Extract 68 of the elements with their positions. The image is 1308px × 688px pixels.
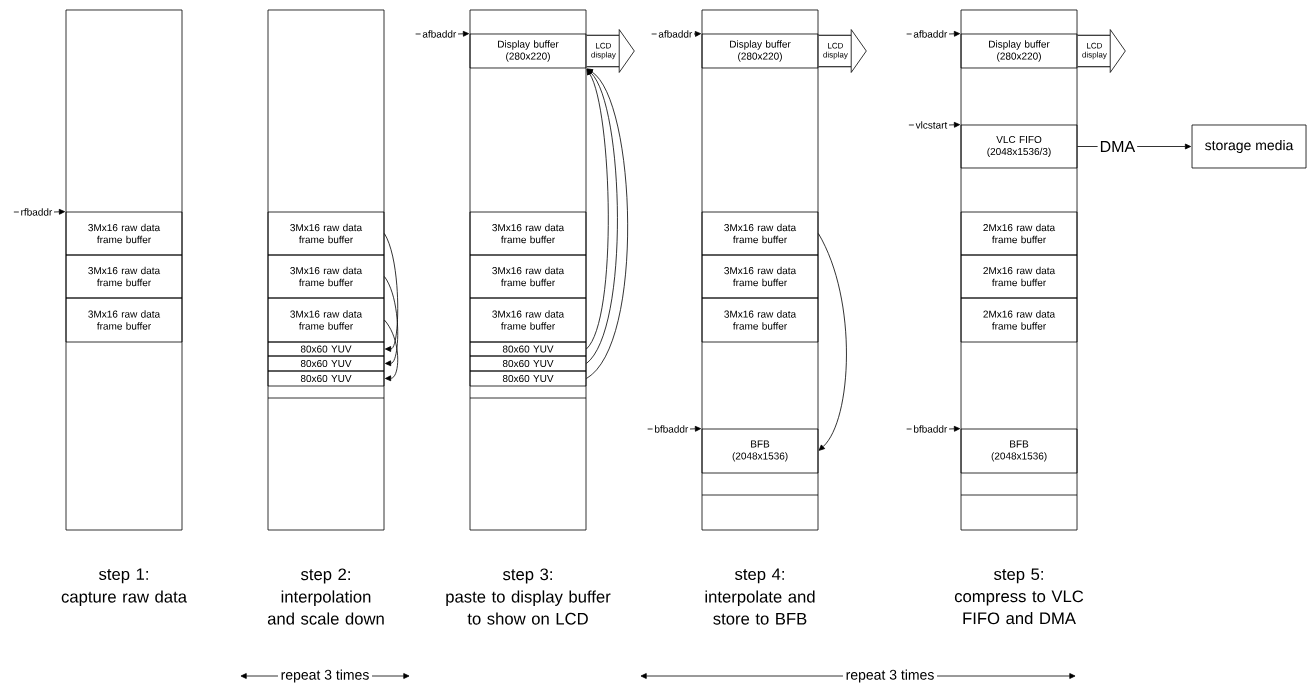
pointer-label: bfbaddr	[906, 425, 948, 433]
pointer-label: afbaddr	[906, 30, 948, 38]
edge-label: LCD display	[823, 42, 848, 60]
pointer-label: vlcstart	[908, 121, 948, 129]
memory-segment: 2Mx16 raw data frame buffer	[960, 254, 1078, 299]
block-arrow	[586, 29, 635, 73]
arrow	[384, 276, 399, 367]
step-caption: step 4:	[735, 568, 784, 584]
edge-label: LCD display	[1082, 42, 1107, 60]
arrow	[948, 30, 961, 37]
arrow	[689, 425, 702, 432]
pointer-label: afbaddr	[651, 30, 693, 38]
memory-segment: BFB (2048x1536)	[960, 428, 1078, 474]
step-caption: interpolation and scale down	[267, 590, 384, 625]
step-caption: compress to VLC FIFO and DMA	[954, 590, 1084, 625]
memory-segment: VLC FIFO (2048x1536/3)	[960, 124, 1078, 169]
memory-segment: 3Mx16 raw data frame buffer	[701, 254, 819, 299]
arrow	[457, 30, 470, 37]
step-caption: step 3:	[503, 568, 552, 584]
edge-label: DMA	[1097, 139, 1138, 154]
arrow	[586, 68, 629, 379]
memory-segment: 80x60 YUV	[267, 355, 385, 372]
memory-segment: BFB (2048x1536)	[701, 428, 819, 474]
edge-label: LCD display	[591, 42, 616, 60]
repeat-label: repeat 3 times	[278, 666, 373, 686]
arrow	[948, 425, 961, 432]
memory-segment: Display buffer (280x220)	[960, 33, 1078, 69]
memory-segment: 3Mx16 raw data frame buffer	[267, 297, 385, 343]
block-arrow	[818, 29, 867, 73]
pointer-label: rfbaddr	[13, 208, 53, 216]
block-arrow	[1077, 29, 1126, 73]
memory-segment: 3Mx16 raw data frame buffer	[65, 297, 183, 343]
arrow	[384, 233, 399, 352]
arrow	[384, 319, 399, 382]
pointer-label: bfbaddr	[647, 425, 689, 433]
memory-segment: 80x60 YUV	[267, 370, 385, 387]
memory-segment: 80x60 YUV	[469, 355, 587, 372]
memory-segment: 3Mx16 raw data frame buffer	[267, 254, 385, 299]
memory-segment: Display buffer (280x220)	[701, 33, 819, 69]
step-caption: step 2:	[301, 568, 350, 584]
memory-segment: 3Mx16 raw data frame buffer	[469, 297, 587, 343]
memory-segment: 3Mx16 raw data frame buffer	[267, 211, 385, 256]
arrow	[948, 121, 961, 128]
memory-segment: 3Mx16 raw data frame buffer	[65, 211, 183, 256]
memory-segment: 3Mx16 raw data frame buffer	[469, 254, 587, 299]
arrow	[53, 208, 66, 215]
memory-segment: 3Mx16 raw data frame buffer	[701, 297, 819, 343]
memory-segment: 3Mx16 raw data frame buffer	[701, 211, 819, 256]
memory-segment: 80x60 YUV	[469, 341, 587, 357]
storage-box: storage media	[1191, 124, 1307, 169]
memory-segment: 2Mx16 raw data frame buffer	[960, 297, 1078, 343]
step-caption: interpolate and store to BFB	[705, 590, 815, 625]
step-caption: step 1:	[99, 568, 148, 584]
arrow	[693, 31, 702, 37]
memory-segment: 80x60 YUV	[469, 370, 587, 387]
arrow	[818, 233, 847, 451]
memory-segment: 3Mx16 raw data frame buffer	[469, 211, 587, 256]
repeat-label: repeat 3 times	[843, 666, 938, 686]
memory-segment: Display buffer (280x220)	[469, 33, 587, 69]
step-caption: paste to display buffer to show on LCD	[446, 590, 611, 625]
arrow	[586, 68, 609, 350]
pointer-label: afbaddr	[415, 30, 457, 38]
arrow	[586, 68, 618, 364]
memory-segment: 80x60 YUV	[267, 341, 385, 357]
step-caption: capture raw data	[61, 590, 187, 606]
step-caption: step 5:	[994, 568, 1043, 584]
memory-segment: 2Mx16 raw data frame buffer	[960, 211, 1078, 256]
memory-segment: 3Mx16 raw data frame buffer	[65, 254, 183, 299]
